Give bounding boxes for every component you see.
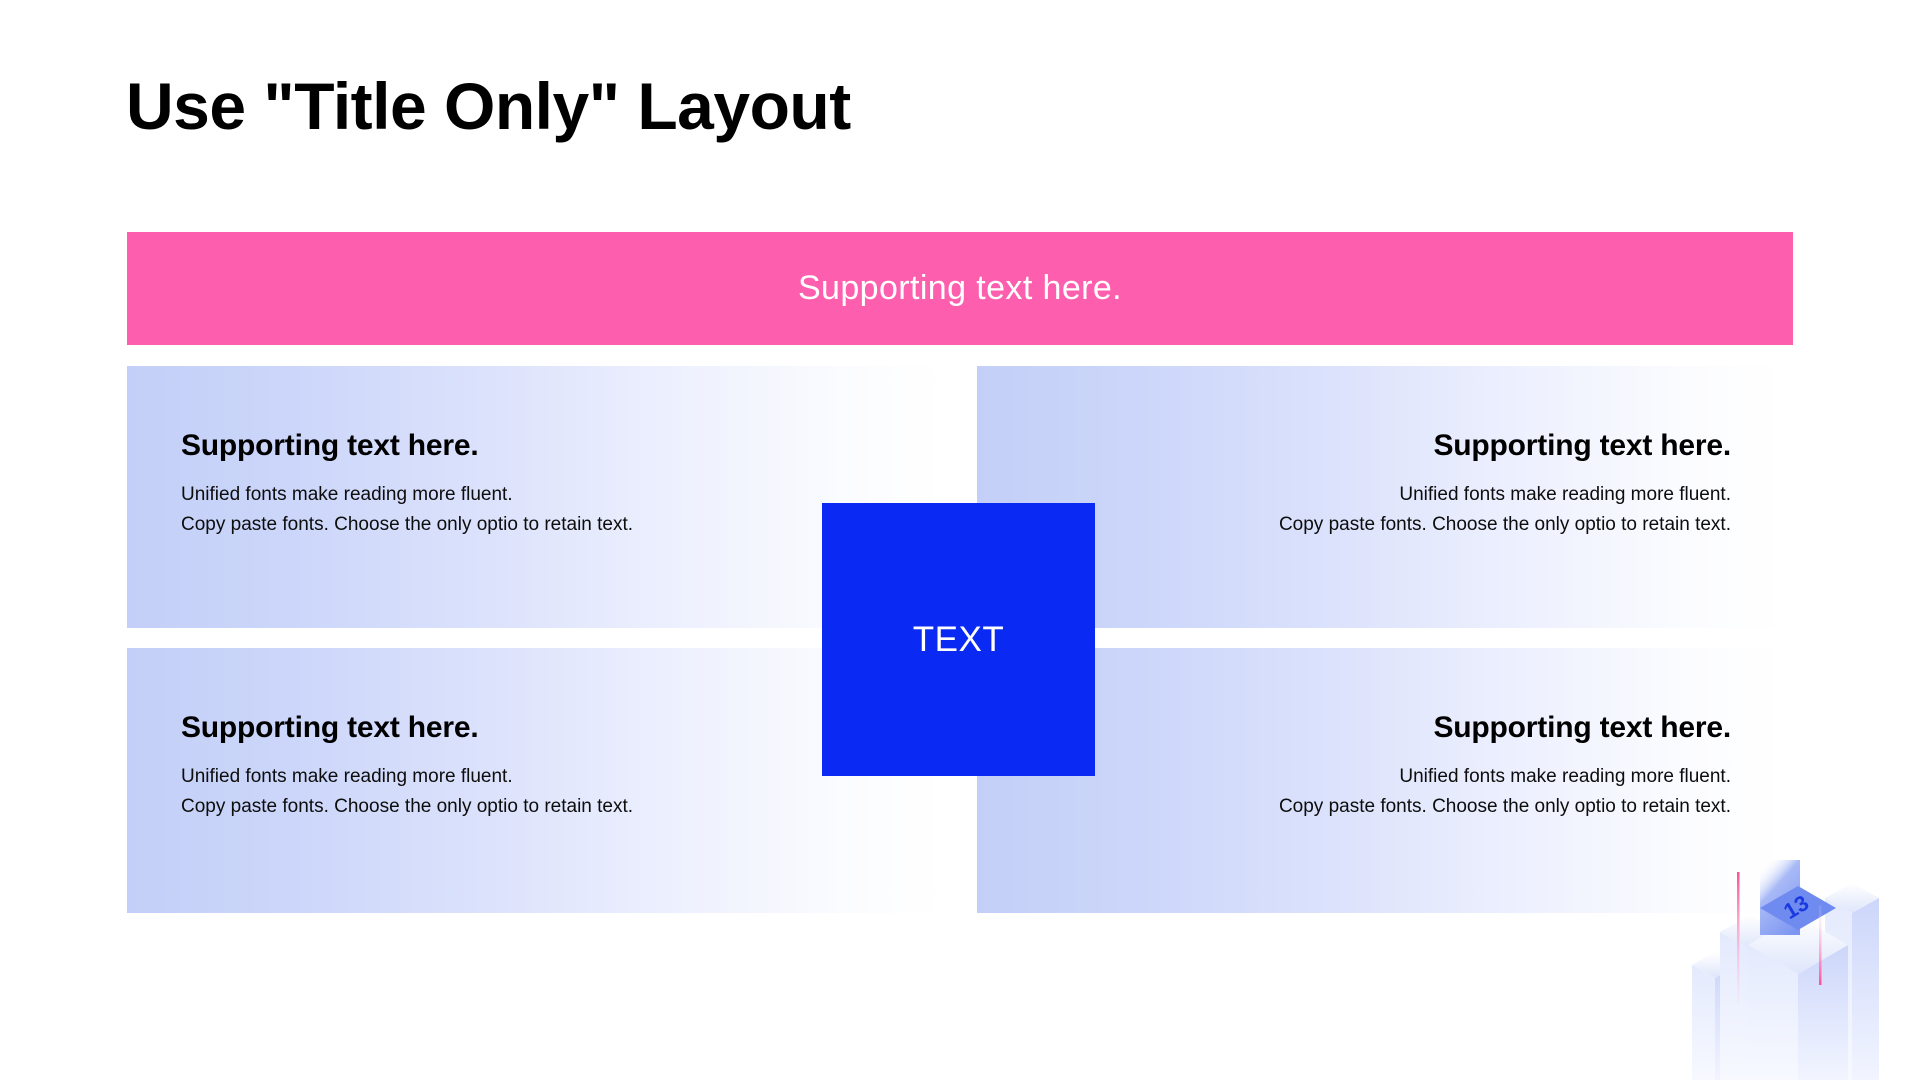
card-heading: Supporting text here. bbox=[181, 711, 479, 744]
content-card-bottom-left[interactable]: Supporting text here. Unified fonts make… bbox=[127, 648, 945, 913]
page-title: Use "Title Only" Layout bbox=[126, 69, 851, 143]
card-body-line-2: Copy paste fonts. Choose the only optio … bbox=[1278, 796, 1731, 817]
card-body-line-2: Copy paste fonts. Choose the only optio … bbox=[1278, 514, 1731, 535]
accent-line-right bbox=[1819, 905, 1822, 985]
deco-block-center bbox=[1748, 916, 1848, 1080]
banner-text: Supporting text here. bbox=[797, 269, 1123, 307]
deco-block-right bbox=[1825, 883, 1879, 1080]
content-card-top-right[interactable]: Supporting text here. Unified fonts make… bbox=[977, 366, 1785, 628]
card-inner: Supporting text here. Unified fonts make… bbox=[127, 648, 945, 913]
center-text-box[interactable]: TEXT bbox=[822, 503, 1095, 776]
card-heading: Supporting text here. bbox=[1433, 711, 1732, 744]
content-card-bottom-right[interactable]: Supporting text here. Unified fonts make… bbox=[977, 648, 1785, 913]
card-body-line-1: Unified fonts make reading more fluent. bbox=[181, 766, 513, 787]
card-body-line-1: Unified fonts make reading more fluent. bbox=[1399, 766, 1731, 787]
center-text-box-label: TEXT bbox=[912, 619, 1005, 659]
card-heading: Supporting text here. bbox=[181, 429, 479, 462]
deco-block-small-left bbox=[1692, 952, 1738, 1080]
banner-pink: Supporting text here. bbox=[127, 232, 1793, 345]
content-card-top-left[interactable]: Supporting text here. Unified fonts make… bbox=[127, 366, 945, 628]
card-body-line-1: Unified fonts make reading more fluent. bbox=[1399, 484, 1731, 505]
card-inner: Supporting text here. Unified fonts make… bbox=[977, 648, 1785, 913]
deco-block-medium-left bbox=[1720, 915, 1780, 1080]
card-inner: Supporting text here. Unified fonts make… bbox=[977, 366, 1785, 628]
card-inner: Supporting text here. Unified fonts make… bbox=[127, 366, 945, 628]
card-body-line-2: Copy paste fonts. Choose the only optio … bbox=[181, 514, 634, 535]
card-heading: Supporting text here. bbox=[1433, 429, 1732, 462]
card-body-line-2: Copy paste fonts. Choose the only optio … bbox=[181, 796, 634, 817]
card-body-line-1: Unified fonts make reading more fluent. bbox=[181, 484, 513, 505]
